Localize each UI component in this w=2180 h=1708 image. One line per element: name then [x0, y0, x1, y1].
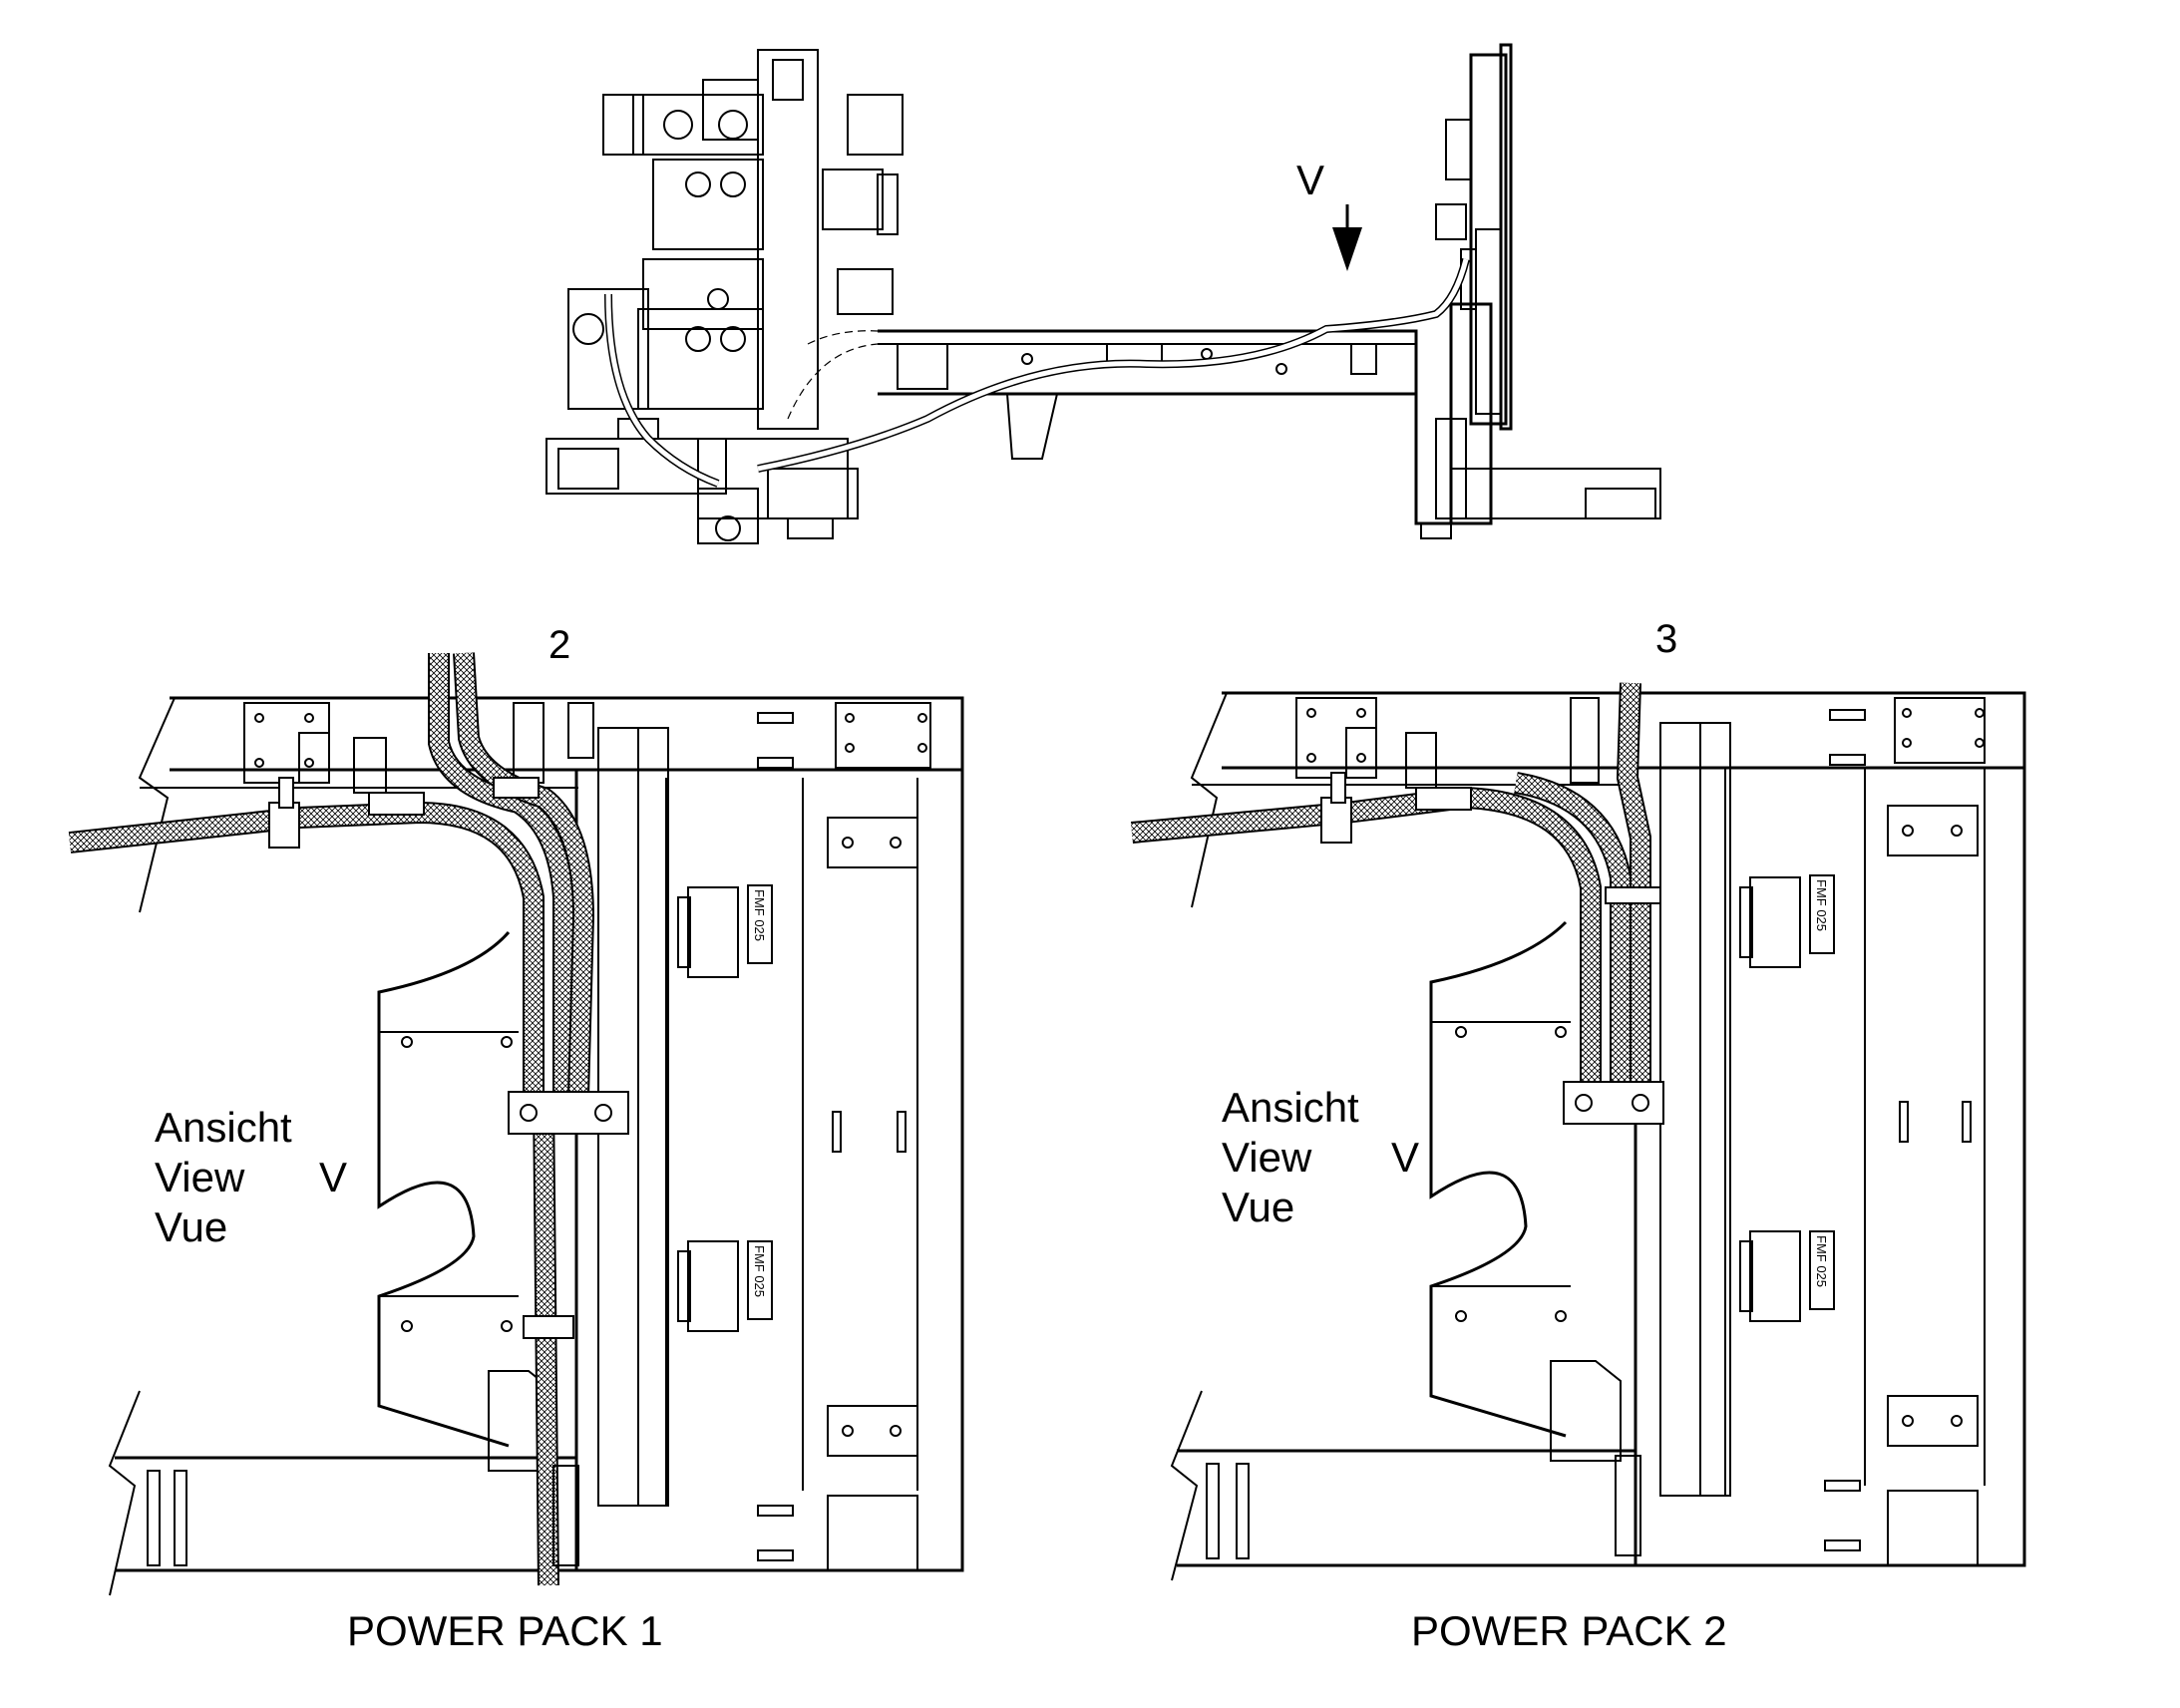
svg-text:V: V	[1391, 1134, 1419, 1181]
svg-text:FMF 025: FMF 025	[1814, 1235, 1829, 1287]
svg-text:FMF 025: FMF 025	[1814, 879, 1829, 931]
svg-text:View: View	[155, 1154, 245, 1200]
view-direction-arrow	[1332, 227, 1362, 271]
detail-number-3: 3	[1655, 617, 1677, 661]
svg-text:Vue: Vue	[155, 1203, 227, 1250]
detail-power-pack-2: 3 FMF 025 FMF 025	[1130, 617, 2026, 1581]
caption-power-pack-2: POWER PACK 2	[1411, 1607, 1727, 1654]
svg-text:V: V	[319, 1154, 347, 1200]
caption-power-pack-1: POWER PACK 1	[347, 1607, 663, 1654]
view-label-pack-1: Ansicht View V Vue	[155, 1104, 347, 1250]
svg-text:Vue: Vue	[1222, 1184, 1294, 1230]
svg-text:View: View	[1222, 1134, 1312, 1181]
svg-text:Ansicht: Ansicht	[155, 1104, 292, 1151]
view-label-pack-2: Ansicht View V Vue	[1222, 1084, 1419, 1230]
svg-text:FMF 025: FMF 025	[752, 889, 767, 941]
view-marker-letter: V	[1296, 157, 1324, 203]
overview-assembly: V	[545, 43, 1661, 544]
detail-power-pack-1: 2 FMF	[68, 623, 964, 1596]
svg-text:Ansicht: Ansicht	[1222, 1084, 1359, 1131]
detail-number-2: 2	[548, 623, 570, 667]
svg-text:FMF 025: FMF 025	[752, 1245, 767, 1297]
